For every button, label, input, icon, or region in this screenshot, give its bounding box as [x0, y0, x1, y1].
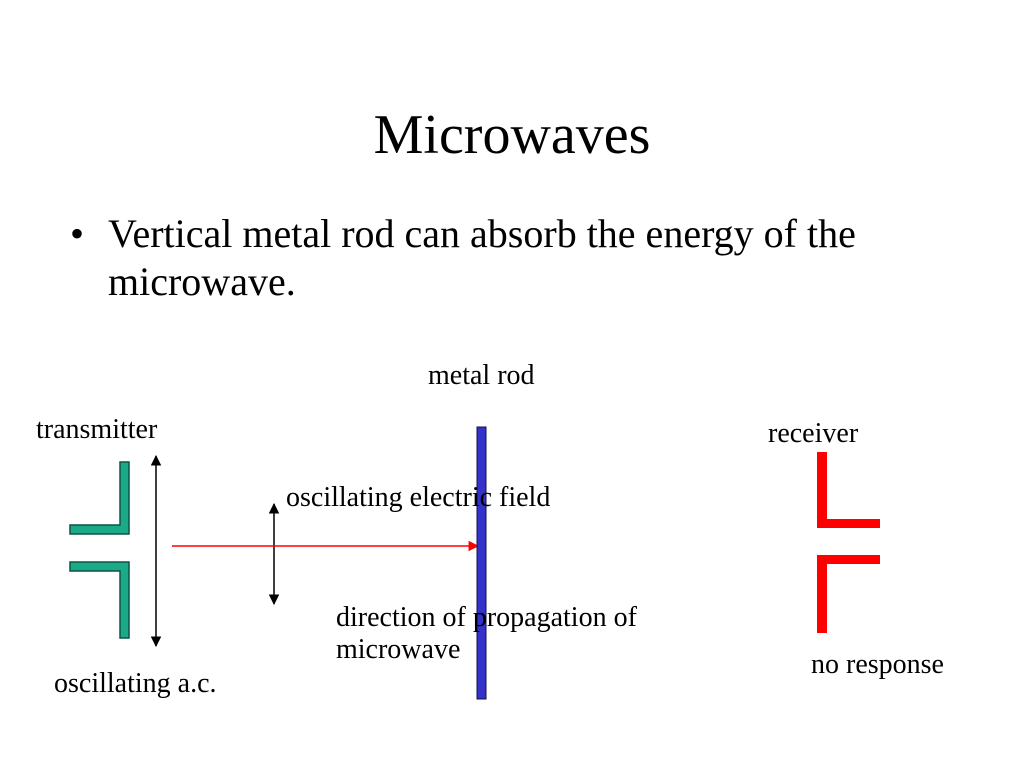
transmitter-label: transmitter — [36, 414, 158, 445]
receiver-lower-arm — [817, 555, 880, 633]
transmitter-lower-arm — [69, 561, 130, 639]
bullet-text: Vertical metal rod can absorb the energy… — [108, 211, 856, 304]
no-response-label: no response — [811, 649, 944, 680]
metal-rod-label: metal rod — [428, 360, 535, 391]
oscillating-field-label: oscillating electric field — [286, 482, 551, 513]
metal-rod — [476, 426, 487, 700]
transmitter-dipole — [69, 461, 130, 639]
slide-title: Microwaves — [373, 104, 651, 166]
receiver-upper-arm — [817, 452, 880, 528]
receiver-label: receiver — [768, 418, 859, 449]
transmitter-upper-arm — [69, 461, 130, 535]
propagation-label: direction of propagation of microwave — [336, 602, 637, 665]
receiver-dipole — [817, 452, 880, 633]
bullet-marker: • — [70, 211, 85, 256]
oscillating-ac-label: oscillating a.c. — [54, 668, 217, 699]
